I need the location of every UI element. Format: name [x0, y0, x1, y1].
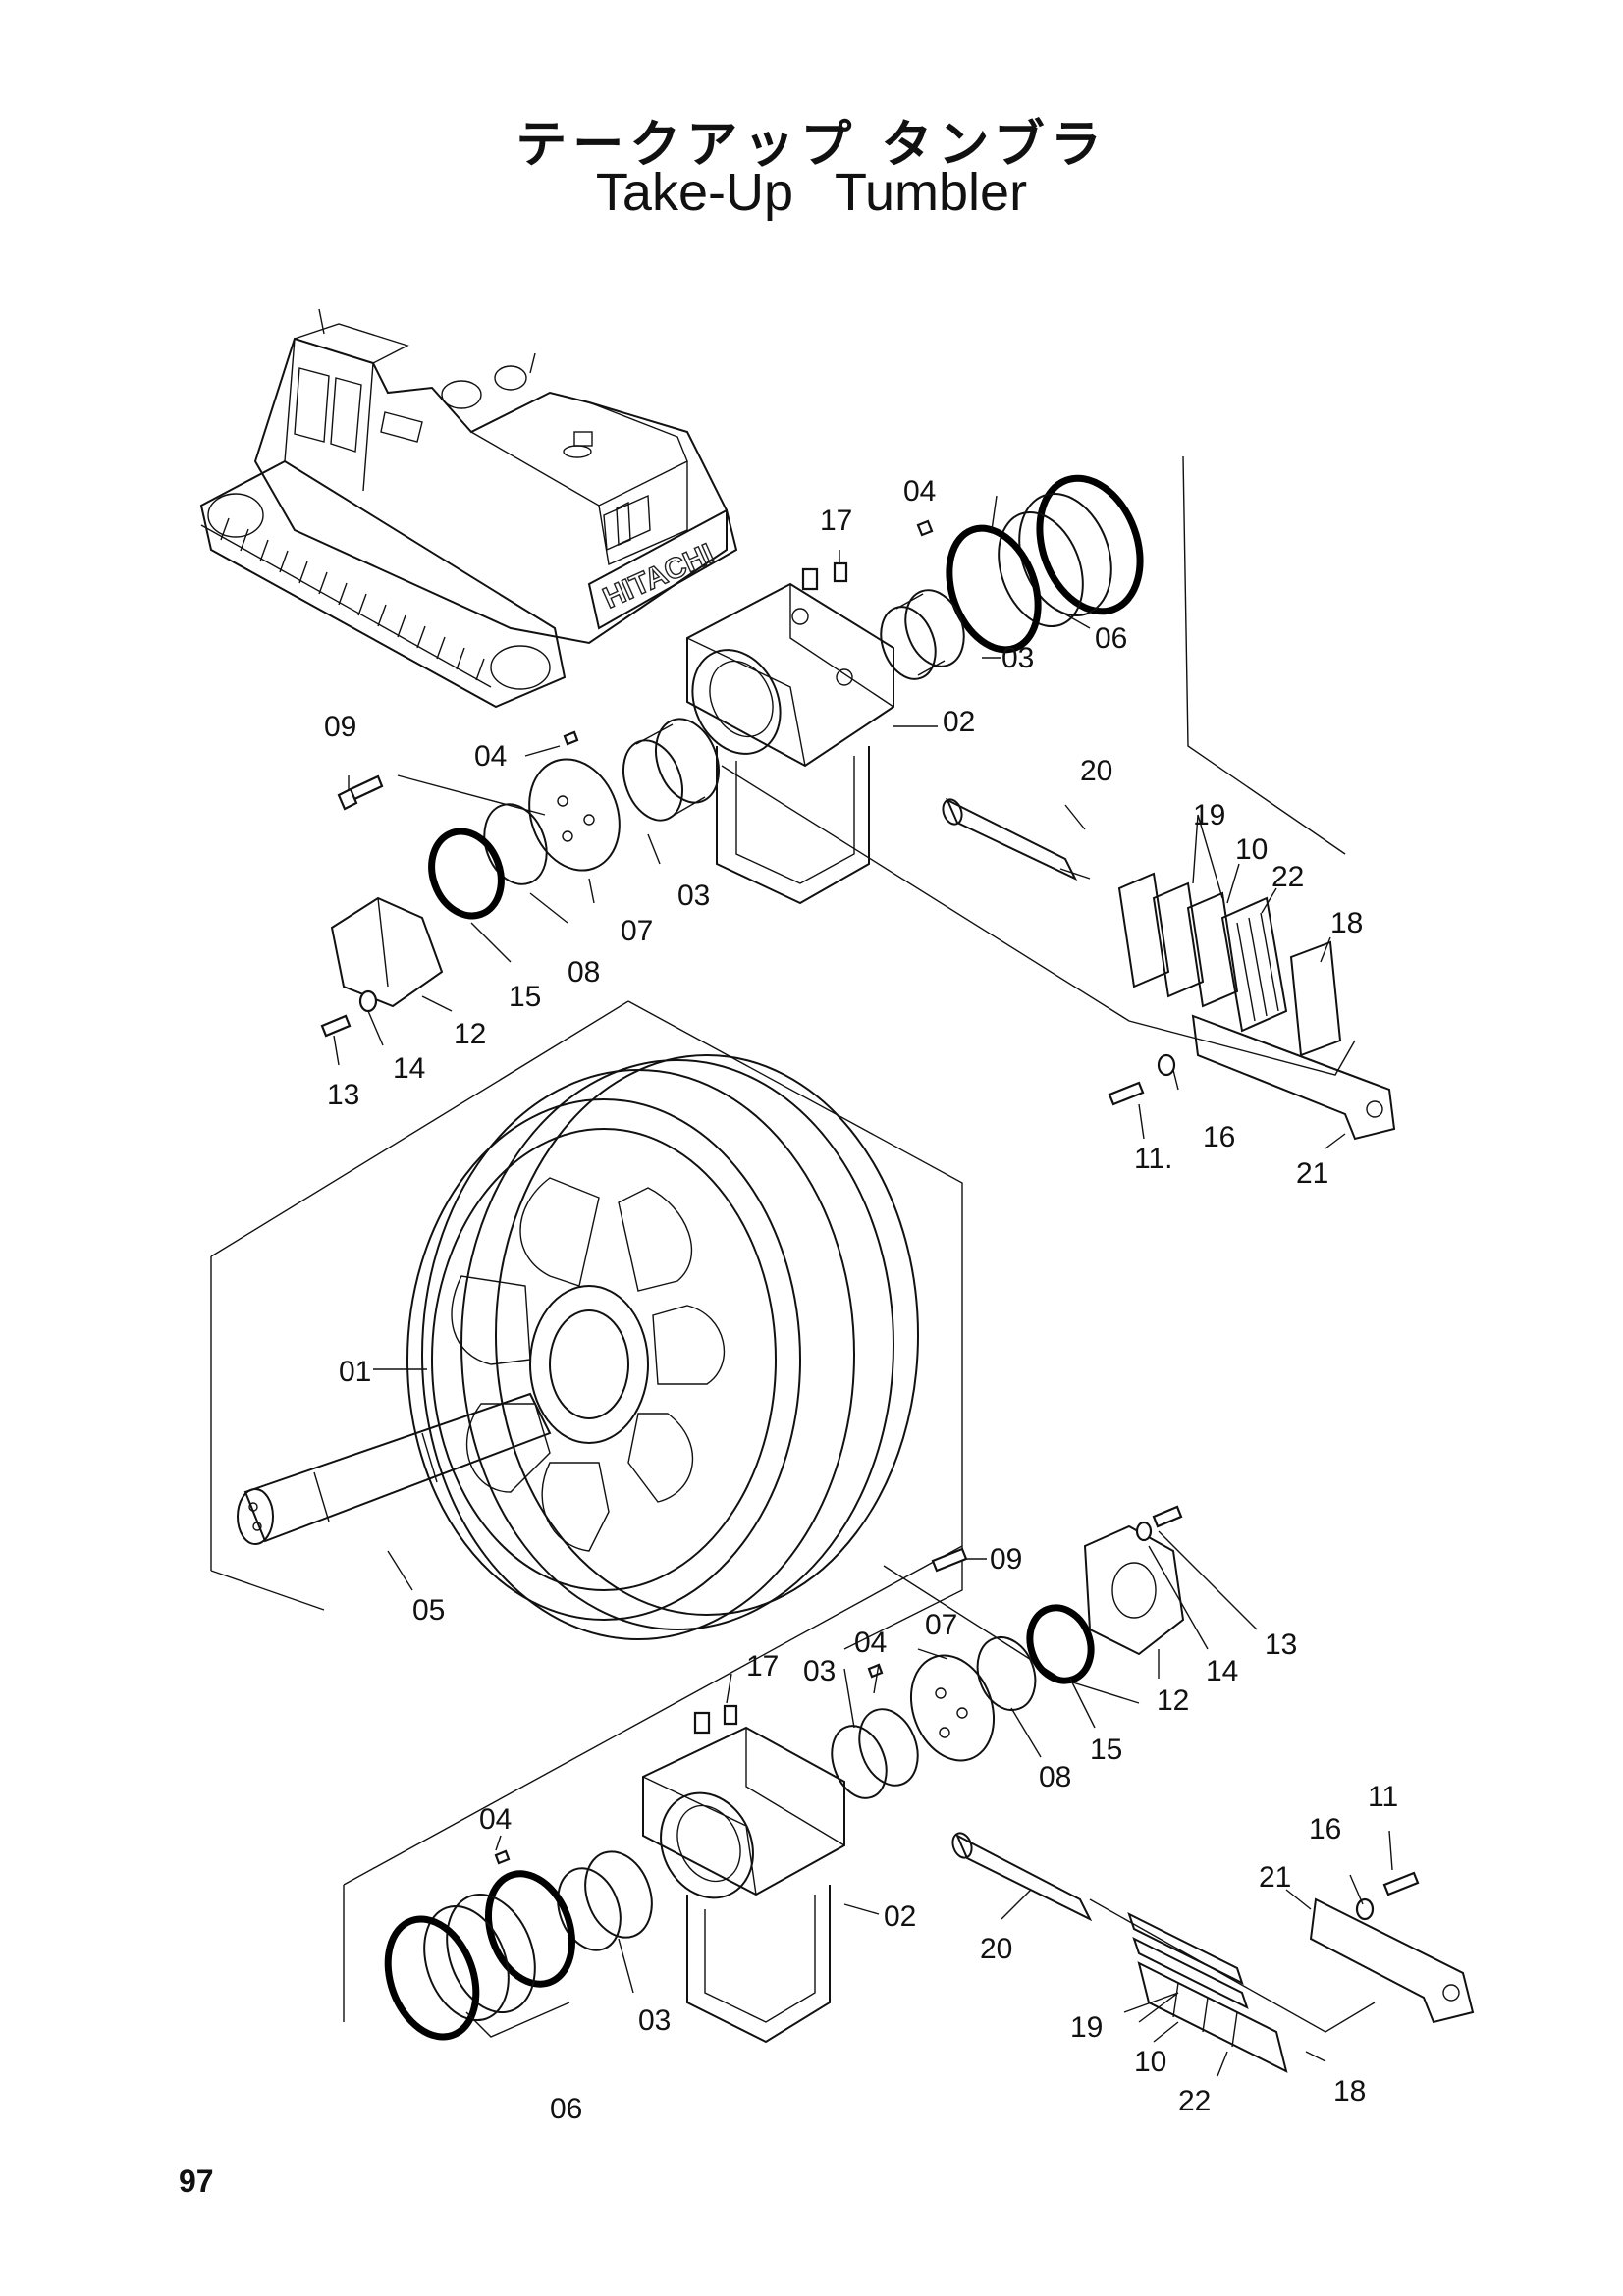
bolt-11-lower	[1382, 1871, 1420, 1896]
callout-01: 01	[339, 1356, 371, 1388]
callout-13-lower: 13	[1265, 1629, 1297, 1661]
pin-04-lower-left	[494, 1849, 511, 1865]
callout-20-lower: 20	[980, 1933, 1012, 1965]
seal-assembly-06-lower	[384, 1870, 576, 2041]
callout-06-upper: 06	[1095, 622, 1127, 655]
callout-04-upper-left: 04	[474, 740, 507, 773]
cover-12-lower	[1083, 1524, 1185, 1656]
title-english: Take-Up Tumbler	[595, 163, 1028, 222]
callout-21-upper: 21	[1296, 1157, 1328, 1190]
bar-21-upper	[1191, 1014, 1396, 1141]
washer-16-upper	[1157, 1053, 1176, 1077]
bolt-13-lower	[1152, 1505, 1183, 1528]
pin-04-upper-right	[916, 519, 934, 537]
callout-03-upper-right: 03	[1001, 642, 1034, 674]
callout-16-upper: 16	[1203, 1121, 1235, 1153]
bracket-02-lower	[642, 1726, 845, 2044]
callout-19-lower: 19	[1070, 2011, 1103, 2044]
callout-08-lower: 08	[1039, 1761, 1071, 1793]
callout-07-lower: 07	[925, 1609, 957, 1641]
callout-22-lower: 22	[1178, 2085, 1211, 2117]
plate-08-lower	[976, 1636, 1037, 1711]
washer-16-lower	[1355, 1897, 1375, 1921]
bar-21-lower	[1309, 1897, 1475, 2024]
upper-assembly	[320, 455, 1396, 1141]
callout-15-upper: 15	[509, 981, 541, 1013]
bolt-17-lower	[693, 1711, 711, 1735]
leader-lines	[333, 495, 1393, 2077]
callout-19-upper: 19	[1193, 799, 1225, 831]
callout-20-upper: 20	[1080, 755, 1112, 787]
callout-02-lower: 02	[884, 1900, 916, 1933]
excavator-illustration: HITACHI	[199, 308, 738, 709]
callout-09-lower: 09	[990, 1543, 1022, 1575]
pin-20-upper	[942, 797, 1091, 881]
bolt-09-lower	[931, 1547, 968, 1573]
cover-12-upper	[330, 896, 444, 1008]
tumbler-wheel-01	[210, 1000, 963, 1650]
bolt-11-upper	[1108, 1081, 1145, 1106]
bolt-17-upper	[801, 561, 848, 591]
callout-06-lower: 06	[550, 2093, 582, 2125]
callout-04-lower-right: 04	[854, 1627, 887, 1659]
callout-numbers: 17 04 03 06 02 20 19 10 22 18 16 11. 21 …	[324, 475, 1398, 2125]
plate-07-lower	[909, 1654, 996, 1762]
machine-brand-label: HITACHI	[598, 538, 719, 615]
callout-14-upper: 14	[393, 1052, 425, 1085]
callout-15-lower: 15	[1090, 1734, 1122, 1766]
callout-03-lower-right: 03	[803, 1655, 836, 1687]
callout-11-upper: 11.	[1134, 1143, 1172, 1175]
title-japanese: テークアップ タンブラ	[515, 116, 1108, 175]
callout-02-upper: 02	[943, 706, 975, 738]
bracket-02-upper	[686, 582, 894, 905]
seal-assembly-06-upper	[946, 474, 1144, 654]
callout-08-upper: 08	[568, 956, 600, 988]
pin-20-lower	[951, 1832, 1093, 1922]
callout-18-upper: 18	[1330, 907, 1363, 939]
lower-assembly	[343, 1505, 1475, 2073]
callout-03-lower-left: 03	[638, 2004, 671, 2037]
callout-05: 05	[412, 1594, 445, 1627]
callout-04-upper-right: 04	[903, 475, 936, 507]
page-number: 97	[179, 2163, 214, 2199]
pin-04-upper-left	[563, 730, 579, 746]
callout-10-upper: 10	[1235, 833, 1268, 866]
callout-09-upper: 09	[324, 711, 356, 743]
callout-12-upper: 12	[454, 1018, 486, 1050]
callout-22-upper: 22	[1271, 861, 1304, 893]
callout-17-lower: 17	[746, 1650, 779, 1682]
bushing-03-upper-right	[880, 589, 965, 680]
plate-18-upper	[1289, 940, 1342, 1057]
bolt-13-upper	[320, 1014, 352, 1038]
callout-21-lower: 21	[1259, 1861, 1291, 1894]
callout-18-lower: 18	[1333, 2075, 1366, 2108]
bushing-03-upper-left	[622, 718, 720, 822]
o-ring-15-upper	[428, 828, 505, 920]
plate-07-upper	[528, 758, 621, 872]
plate-08-upper	[483, 803, 548, 885]
washer-14-lower	[1135, 1521, 1153, 1542]
o-ring-15-lower	[1026, 1604, 1095, 1684]
callout-07-upper: 07	[621, 915, 653, 947]
pin-04-lower-right	[867, 1663, 884, 1679]
bushing-03-lower-left	[557, 1850, 653, 1951]
axle-05	[237, 1392, 552, 1545]
bushing-03-lower-right	[831, 1708, 919, 1799]
shim-stack-upper	[1117, 872, 1288, 1033]
callout-13-upper: 13	[327, 1079, 359, 1111]
callout-14-lower: 14	[1206, 1655, 1238, 1687]
callout-10-lower: 10	[1134, 2046, 1166, 2078]
washer-14-upper	[358, 989, 378, 1013]
callout-12-lower: 12	[1157, 1684, 1189, 1717]
callout-16-lower: 16	[1309, 1813, 1341, 1845]
callout-04-lower-left: 04	[479, 1803, 512, 1836]
callout-17-upper: 17	[820, 505, 852, 537]
callout-11-lower: 11	[1368, 1781, 1398, 1813]
callout-03-upper-left: 03	[677, 880, 710, 912]
